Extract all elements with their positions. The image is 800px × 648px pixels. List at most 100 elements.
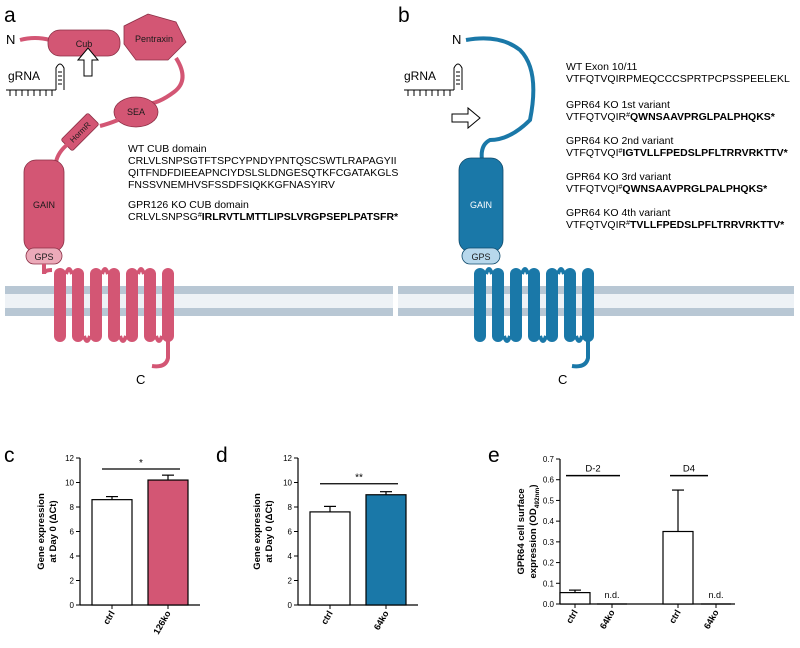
bar [147, 479, 189, 606]
y-tick-label: 0.7 [543, 455, 555, 464]
variant-frameshift: QWNSAAVPRGLPALPHQKS* [622, 183, 768, 195]
seven-tm-a [42, 264, 174, 369]
pentraxin-label: Pentraxin [135, 34, 173, 44]
y-axis-label: GPR64 cell surfaceexpression (OD492nm) [516, 485, 541, 579]
bar [309, 511, 351, 606]
n-tail-b [465, 36, 536, 161]
panel-b-receptor-diagram: N GAIN GPS C gRNA WT Exon 10/11 VTFQTVQI… [398, 32, 794, 387]
n-tail-a [19, 36, 51, 42]
x-tick-label: 64ko [598, 608, 617, 631]
gain-label-a: GAIN [33, 200, 55, 210]
y-tick-label: 10 [283, 479, 292, 488]
y-tick-label: 8 [288, 503, 293, 512]
sea-label: SEA [127, 107, 145, 117]
y-tick-label: 0.6 [543, 476, 555, 485]
x-tick-label: 64ko [702, 608, 721, 631]
gps-label-b: GPS [471, 252, 490, 262]
y-tick-label: 2 [288, 577, 293, 586]
x-tick-label: ctrl [667, 608, 683, 625]
y-axis-label: Gene expressionat Day 0 (ΔCt) [252, 493, 275, 570]
cut-arrow-b [451, 106, 481, 130]
variant-frameshift: QWNSAAVPRGLPALPHQKS* [630, 111, 776, 123]
y-axis-label-line: Gene expression [252, 493, 263, 570]
membrane-b [398, 286, 794, 316]
cut-arrow-a [76, 47, 100, 77]
panel-label-e: e [488, 444, 500, 467]
significance-label: ** [355, 473, 363, 484]
y-axis-label-line: Gene expression [36, 493, 47, 570]
ko-cub-title: GPR126 KO CUB domain [128, 199, 249, 211]
variant-frameshift: TVLLFPEDSLPFLTRRVRKTTV* [630, 219, 785, 231]
y-tick-label: 12 [65, 454, 74, 463]
variant-prefix: VTFQTVQIR [566, 219, 627, 231]
seven-tm-b [474, 267, 594, 369]
grna-icon-a [6, 63, 65, 96]
y-tick-label: 10 [65, 479, 74, 488]
variant-mark: # [626, 220, 630, 227]
sea-domain [113, 96, 159, 128]
variant-title-2: GPR64 KO 2nd variant [566, 135, 673, 147]
y-tick-label: 4 [288, 552, 293, 561]
y-tick-label: 6 [70, 528, 75, 537]
x-tick-label: ctrl [101, 609, 117, 626]
y-axis-label-line: GPR64 cell surface [516, 488, 527, 574]
cub-label: Cub [76, 39, 93, 49]
variant-prefix: VTFQTVQI [566, 183, 619, 195]
value-label: n.d. [604, 590, 619, 600]
ko-variant-list: GPR64 KO 1st variantVTFQTVQIR#QWNSAAVPRG… [566, 99, 789, 231]
variant-seq-2: VTFQTVQI#IGTVLLFPEDSLPFLTRRVRKTTV* [566, 147, 789, 159]
y-tick-label: 8 [70, 503, 75, 512]
ko-cub-mark: # [198, 212, 202, 219]
grna-label-b: gRNA [404, 69, 436, 83]
wt-exon-title: WT Exon 10/11 [566, 61, 638, 73]
variant-title-3: GPR64 KO 3rd variant [566, 171, 671, 183]
x-tick-label: 126ko [151, 609, 173, 637]
linker-a2 [99, 118, 119, 128]
panel-label-b: b [398, 4, 410, 27]
y-tick-label: 0 [70, 601, 75, 610]
significance-label: * [139, 458, 143, 469]
linker-a3 [54, 142, 70, 163]
variant-title-4: GPR64 KO 4th variant [566, 207, 671, 219]
y-axis-label-line: at Day 0 (ΔCt) [48, 500, 59, 562]
variant-frameshift: IGTVLLFPEDSLPFLTRRVRKTTV* [622, 147, 788, 159]
y-axis-label-line: expression (OD [528, 508, 539, 578]
n-terminus-label-b: N [452, 32, 461, 47]
variant-prefix: VTFQTVQIR [566, 111, 627, 123]
wt-cub-seq-1: CRLVLSNPSGTFTSPCYPNDYPNTQSCSWTLRAPAGYII [128, 155, 397, 167]
y-tick-label: 0.2 [543, 559, 555, 568]
y-tick-label: 4 [70, 552, 75, 561]
bar [365, 494, 407, 606]
y-tick-label: 6 [288, 528, 293, 537]
bar [559, 592, 591, 605]
panel-label-d: d [216, 444, 228, 467]
x-tick-label: ctrl [564, 608, 580, 625]
bar [91, 499, 133, 606]
gps-label-a: GPS [34, 252, 53, 262]
group-label: D-2 [585, 464, 600, 475]
y-axis-label-line: at Day 0 (ΔCt) [264, 500, 275, 562]
variant-prefix: VTFQTVQI [566, 147, 619, 159]
panel-label-a: a [4, 4, 16, 27]
panel-a-receptor-diagram: N Cub Pentraxin SEA HormR GAIN GPS [5, 13, 399, 387]
y-tick-label: 2 [70, 577, 75, 586]
variant-mark: # [626, 112, 630, 119]
grna-label-a: gRNA [8, 69, 40, 83]
group-label: D4 [683, 464, 695, 475]
variant-seq-4: VTFQTVQIR#TVLLFPEDSLPFLTRRVRKTTV* [566, 219, 785, 231]
c-terminus-label-a: C [136, 372, 145, 387]
y-tick-label: 12 [283, 454, 292, 463]
variant-title-1: GPR64 KO 1st variant [566, 99, 670, 111]
value-label: n.d. [708, 590, 723, 600]
y-tick-label: 0.4 [543, 517, 555, 526]
x-tick-label: ctrl [319, 609, 335, 626]
grna-icon-b [404, 63, 463, 96]
variant-seq-3: VTFQTVQI#QWNSAAVPRGLPALPHQKS* [566, 183, 768, 195]
y-tick-label: 0 [288, 601, 293, 610]
pentraxin-domain [123, 13, 187, 61]
wt-cub-title: WT CUB domain [128, 143, 207, 155]
y-tick-label: 0.5 [543, 496, 555, 505]
